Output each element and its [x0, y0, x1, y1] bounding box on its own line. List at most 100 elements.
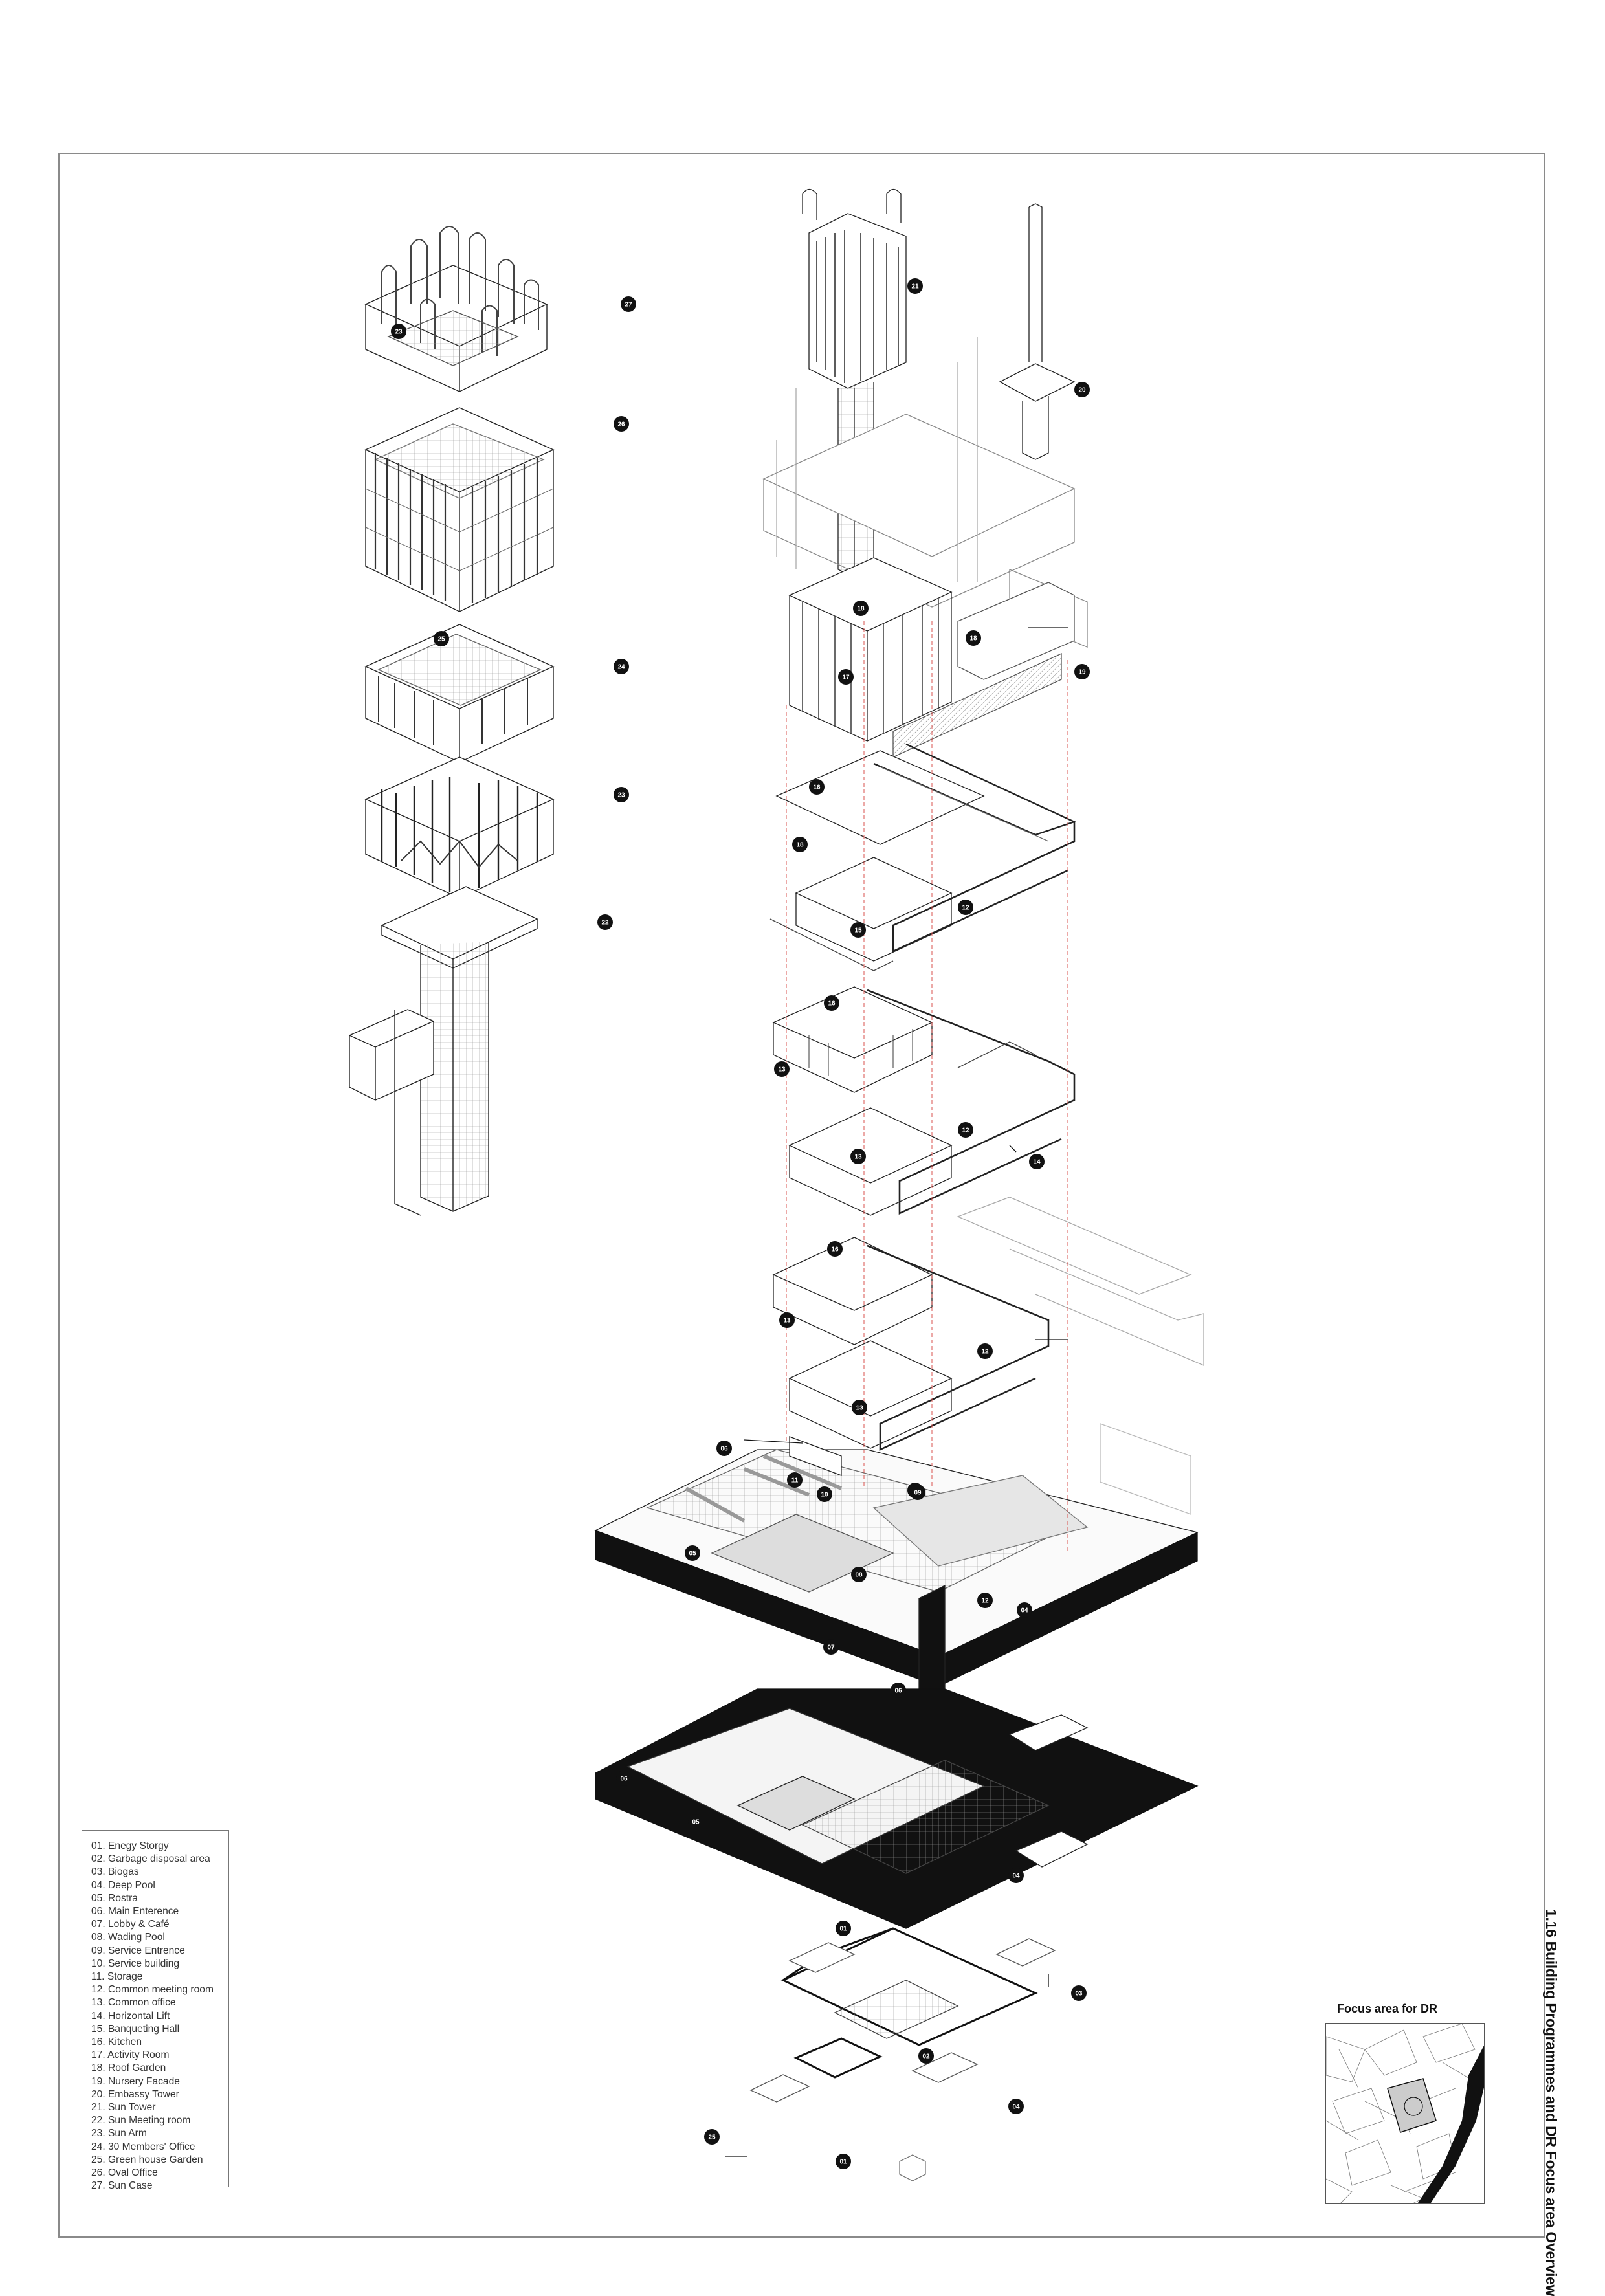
tag-number: 07: [827, 1644, 835, 1651]
tag-number: 27: [625, 302, 632, 309]
tag-circle: [1017, 1602, 1032, 1618]
tag-number: 12: [962, 905, 969, 912]
tag-marker: 26: [614, 416, 629, 432]
tag-circle: [958, 900, 973, 915]
tag-number: 06: [720, 1446, 728, 1453]
tag-number: 15: [854, 927, 862, 934]
tag-circle: [823, 1639, 839, 1655]
tag-marker: 18: [792, 837, 808, 852]
vertical-guide-lines: [786, 621, 1068, 1553]
tag-marker: 12: [958, 900, 973, 915]
embassy-tower-pole: [999, 203, 1076, 460]
tag-circle: [977, 1343, 993, 1359]
tag-circle: [809, 779, 825, 795]
tag-circle: [1008, 2099, 1024, 2114]
tag-number: 06: [894, 1688, 902, 1695]
tag-circle: [907, 278, 923, 294]
legend-item: 19. Nursery Facade: [91, 2075, 180, 2087]
activity-room-level: [788, 557, 1075, 758]
tag-number: 18: [857, 606, 865, 613]
tag-number: 21: [911, 283, 919, 291]
tag-circle: [614, 787, 629, 802]
tag-marker: 15: [850, 922, 866, 938]
tag-number: 22: [601, 920, 609, 927]
legend-item: 17. Activity Room: [91, 2049, 170, 2061]
tag-marker: 10: [817, 1486, 832, 1502]
left-tower-stack: [349, 226, 555, 1216]
sun-arm-column: [349, 886, 538, 1216]
tag-number: 12: [981, 1349, 989, 1356]
legend-item: 21. Sun Tower: [91, 2102, 156, 2114]
tag-circle: [1071, 1985, 1087, 2001]
legend-item: 16. Kitchen: [91, 2037, 142, 2048]
main-building-stack: [594, 188, 1204, 2181]
tag-number: 05: [689, 1551, 696, 1558]
legend-item: 20. Embassy Tower: [91, 2088, 179, 2100]
tag-marker: 13: [774, 1061, 790, 1077]
legend-item: 06. Main Enterence: [91, 1906, 179, 1917]
tag-circle: [918, 2048, 934, 2064]
tag-marker: 01: [836, 2154, 851, 2169]
tag-marker: 13: [779, 1312, 795, 1328]
legend-item: 01. Enegy Storgy: [91, 1840, 169, 1851]
legend-item: 05. Rostra: [91, 1892, 138, 1904]
tag-circle: [817, 1486, 832, 1502]
legend-item: 09. Service Entrence: [91, 1945, 185, 1956]
legend-item: 10. Service building: [91, 1958, 180, 1969]
tag-circle: [852, 1400, 867, 1415]
tag-number: 03: [1075, 1991, 1083, 1998]
tag-number: 01: [839, 2159, 847, 2166]
tag-circle: [1074, 382, 1090, 397]
tag-circle: [434, 631, 449, 646]
tag-circle: [597, 914, 613, 930]
tag-circle: [621, 296, 636, 312]
tag-number: 14: [1033, 1159, 1041, 1166]
tag-number: 01: [839, 1926, 847, 1933]
tag-circle: [1029, 1154, 1045, 1169]
tag-number: 09: [914, 1490, 922, 1497]
ground-level-slab: [594, 1423, 1199, 1710]
legend-item: 27. Sun Case: [91, 2180, 153, 2192]
tag-number: 25: [437, 636, 445, 643]
tag-marker: 17: [838, 669, 854, 685]
tag-marker: 25: [434, 631, 449, 646]
tag-number: 23: [395, 329, 403, 336]
tag-number: 04: [1021, 1607, 1028, 1615]
tag-circle: [614, 416, 629, 432]
tag-marker: 04: [1017, 1602, 1032, 1618]
tag-marker: 04: [1008, 2099, 1024, 2114]
tag-circle: [853, 601, 869, 616]
tag-marker: 13: [852, 1400, 867, 1415]
tag-circle: [836, 2154, 851, 2169]
tag-circle: [1074, 664, 1090, 679]
tag-circle: [787, 1472, 802, 1488]
tag-number: 08: [855, 1572, 863, 1579]
tag-marker: 02: [918, 2048, 934, 2064]
legend-item: 08. Wading Pool: [91, 1932, 165, 1943]
tag-marker: 20: [1074, 382, 1090, 397]
tag-circle: [391, 324, 406, 339]
tag-number: 16: [813, 784, 821, 791]
tag-marker: 23: [614, 787, 629, 802]
tag-number: 13: [856, 1405, 863, 1412]
tag-number: 24: [617, 664, 625, 671]
tag-circle: [792, 837, 808, 852]
tag-circle: [977, 1593, 993, 1608]
tag-number: 06: [620, 1776, 628, 1783]
tag-circle: [910, 1485, 925, 1500]
tag-number: 11: [791, 1477, 799, 1485]
tag-circle: [827, 1241, 843, 1257]
tag-marker: 19: [1074, 664, 1090, 679]
tag-marker: 05: [685, 1545, 700, 1561]
tag-number: 12: [981, 1598, 989, 1605]
tag-circle: [716, 1441, 732, 1456]
tag-marker: 12: [977, 1343, 993, 1359]
office-level-upper: [772, 986, 1076, 1216]
tag-circle: [774, 1061, 790, 1077]
tag-circle: [614, 659, 629, 674]
energy-level: [749, 1927, 1056, 2181]
green-house-garden-block: [364, 407, 555, 612]
legend-item: 23. Sun Arm: [91, 2128, 147, 2139]
